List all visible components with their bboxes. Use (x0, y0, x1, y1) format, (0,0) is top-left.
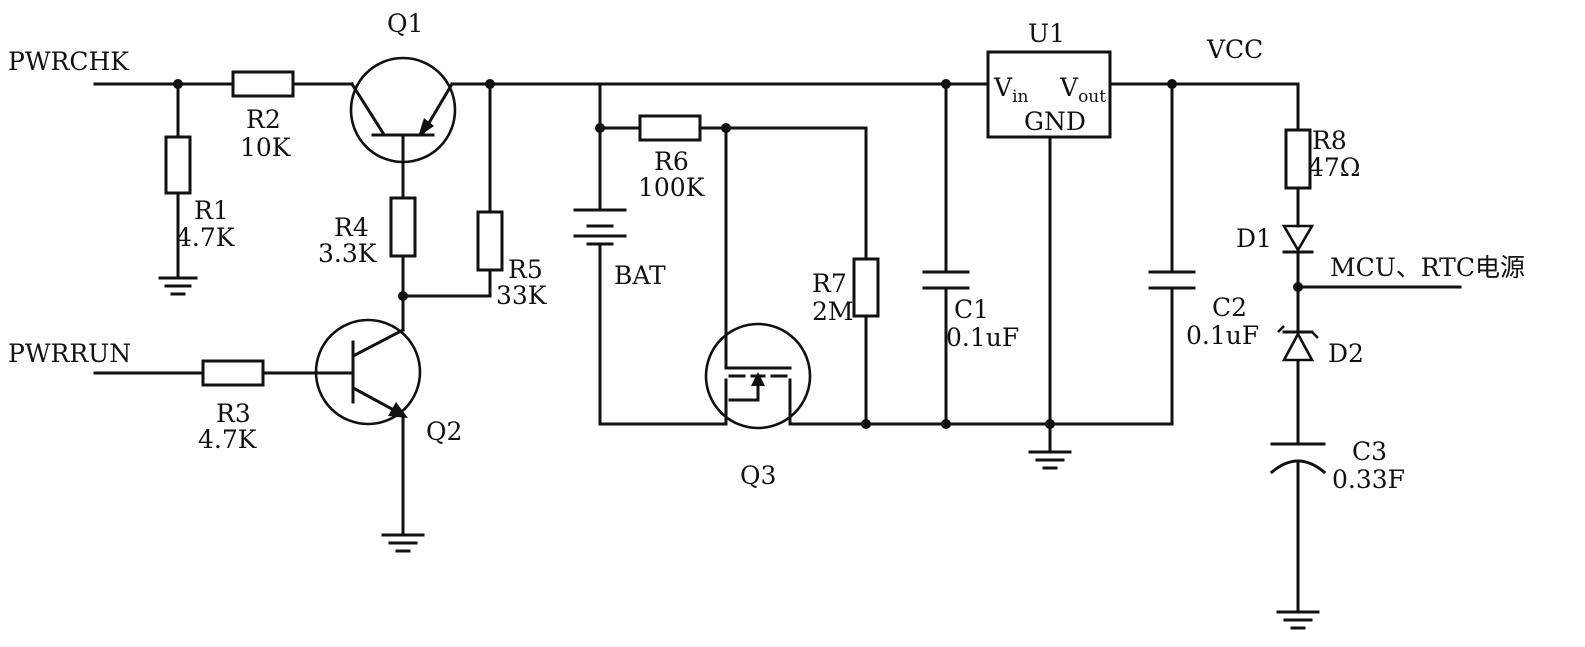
ground-q2 (383, 535, 423, 551)
r1-value: 4.7K (176, 223, 236, 252)
r7-ref: R7 (812, 269, 847, 298)
resistor-r4 (391, 198, 415, 256)
c2-ref: C2 (1212, 293, 1247, 322)
q3-ref: Q3 (740, 461, 776, 490)
c2-value: 0.1uF (1186, 321, 1259, 350)
r4-value: 3.3K (318, 239, 378, 268)
r2-ref: R2 (246, 105, 281, 134)
resistor-r5 (478, 212, 502, 270)
u1-gnd-label: GND (1024, 107, 1086, 136)
q1-ref: Q1 (387, 9, 423, 38)
net-label-vcc: VCC (1206, 35, 1263, 64)
net-label-pwrrun: PWRRUN (8, 339, 131, 368)
r6-ref: R6 (654, 147, 689, 176)
net-label-mcu-rtc: MCU、RTC电源 (1330, 253, 1525, 282)
r4-ref: R4 (334, 213, 369, 242)
diode-d2 (1278, 326, 1318, 360)
r1-ref: R1 (194, 196, 229, 225)
r5-value: 33K (496, 281, 548, 310)
resistor-r2 (233, 72, 293, 96)
r8-ref: R8 (1312, 126, 1347, 155)
c3-ref: C3 (1352, 437, 1387, 466)
resistor-r3 (203, 361, 263, 385)
q2-ref: Q2 (426, 417, 462, 446)
ground-r1 (160, 278, 196, 294)
r3-value: 4.7K (198, 425, 258, 454)
resistor-r6 (640, 116, 700, 140)
ground-u1 (1030, 452, 1070, 468)
r3-ref: R3 (216, 399, 251, 428)
r6-value: 100K (638, 173, 706, 202)
resistor-r7 (854, 259, 878, 316)
battery-bat (575, 210, 625, 244)
capacitor-c2 (1150, 272, 1194, 288)
mosfet-q3 (706, 324, 810, 428)
d1-ref: D1 (1236, 224, 1272, 253)
capacitor-c1 (924, 272, 968, 288)
net-label-pwrchk: PWRCHK (8, 47, 130, 76)
c1-value: 0.1uF (946, 323, 1019, 352)
r7-value: 2M (812, 297, 854, 326)
d2-ref: D2 (1328, 339, 1364, 368)
ground-c3 (1278, 612, 1318, 628)
r8-value: 47Ω (1308, 153, 1361, 182)
resistor-r8 (1286, 130, 1310, 188)
diode-d1 (1284, 226, 1312, 252)
c1-ref: C1 (954, 295, 989, 324)
c3-value: 0.33F (1332, 465, 1405, 494)
r5-ref: R5 (508, 255, 543, 284)
u1-ref: U1 (1028, 19, 1065, 48)
r2-value: 10K (240, 133, 292, 162)
battery-label: BAT (614, 261, 666, 290)
resistor-r1 (166, 137, 190, 193)
